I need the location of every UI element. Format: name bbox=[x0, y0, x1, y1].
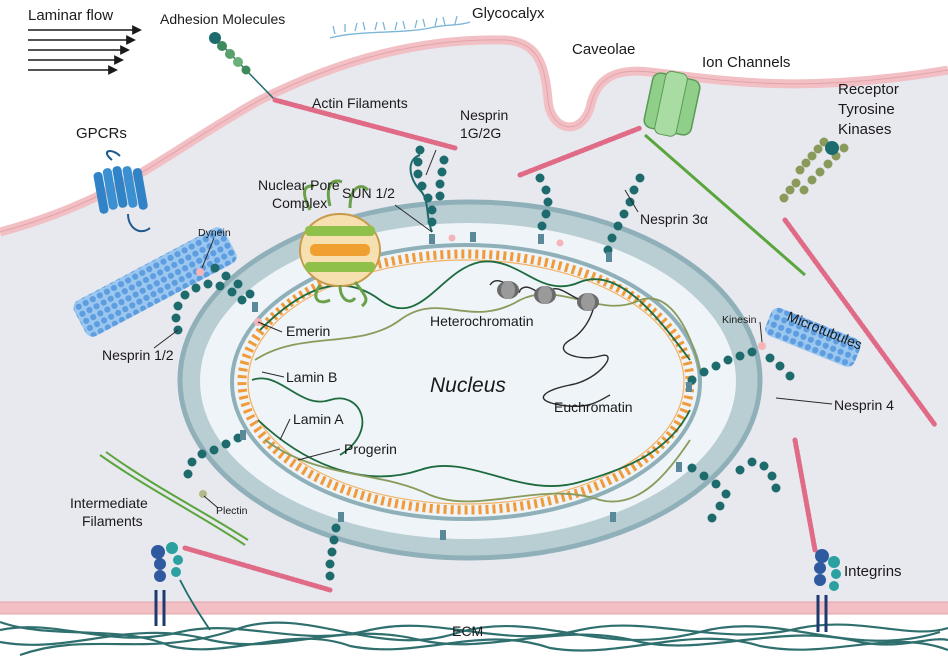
plasma-membrane-basal bbox=[0, 602, 948, 614]
lamina-zigzag-inner bbox=[247, 259, 685, 505]
label-kinesin: Kinesin bbox=[722, 314, 757, 326]
adhesion-molecule-icon bbox=[209, 32, 276, 101]
label-lamin-b: Lamin B bbox=[286, 369, 337, 385]
label-progerin: Progerin bbox=[344, 441, 397, 457]
label-glycocalyx: Glycocalyx bbox=[472, 5, 545, 22]
chromatin bbox=[489, 280, 611, 407]
label-gpcrs: GPCRs bbox=[76, 125, 127, 142]
label-receptor-line1: Receptor bbox=[838, 81, 899, 98]
heterochromatin-nucleosome-icon bbox=[497, 281, 599, 311]
label-emerin: Emerin bbox=[286, 323, 330, 339]
ion-channel-filament bbox=[644, 133, 806, 277]
label-receptor-line3: Kinases bbox=[838, 121, 891, 138]
plectin-icon bbox=[199, 490, 207, 498]
nesprin-chains bbox=[171, 145, 795, 581]
plasma-membrane-apical-edge bbox=[0, 39, 948, 233]
label-actin-filaments: Actin Filaments bbox=[312, 95, 408, 111]
intermediate-filament-icon bbox=[99, 451, 249, 546]
label-adhesion-molecules: Adhesion Molecules bbox=[160, 11, 285, 27]
label-heterochromatin: Heterochromatin bbox=[430, 313, 534, 329]
label-nesprin-3a: Nesprin 3α bbox=[640, 211, 708, 227]
label-nesprin-4: Nesprin 4 bbox=[834, 397, 894, 413]
gpcr-icon bbox=[93, 150, 151, 233]
label-npc-line1: Nuclear Pore bbox=[258, 177, 340, 193]
label-ecm: ECM bbox=[452, 623, 483, 639]
sun-proteins bbox=[240, 232, 692, 540]
label-integrins: Integrins bbox=[844, 563, 902, 580]
integrin-right-icon bbox=[814, 549, 841, 632]
label-nesprin-1g-line2: 1G/2G bbox=[460, 125, 501, 141]
glycocalyx-icon bbox=[329, 15, 471, 39]
integrin-left-icon bbox=[151, 542, 211, 631]
label-euchromatin: Euchromatin bbox=[554, 399, 633, 415]
ecm-fibers bbox=[0, 620, 948, 657]
label-sun: SUN 1/2 bbox=[342, 185, 395, 201]
label-receptor-line2: Tyrosine bbox=[838, 101, 895, 118]
label-nesprin-1g-line1: Nesprin bbox=[460, 107, 508, 123]
label-nesprin-1-2: Nesprin 1/2 bbox=[102, 347, 174, 363]
label-nucleus: Nucleus bbox=[430, 374, 506, 397]
actin-filaments bbox=[182, 97, 938, 593]
label-lamin-a: Lamin A bbox=[293, 411, 344, 427]
label-intermediate-line2: Filaments bbox=[82, 513, 143, 529]
ion-channel-icon bbox=[643, 70, 701, 137]
label-intermediate-line1: Intermediate bbox=[70, 495, 148, 511]
label-plectin: Plectin bbox=[216, 505, 248, 517]
leader-lines bbox=[153, 149, 833, 509]
microtubule-left-icon bbox=[73, 227, 237, 337]
nuclear-envelope-inner bbox=[230, 243, 702, 521]
label-ion-channels: Ion Channels bbox=[702, 54, 790, 71]
kinesin-icon bbox=[758, 342, 766, 350]
label-dynein: Dynein bbox=[198, 227, 231, 239]
label-laminar-flow: Laminar flow bbox=[28, 7, 113, 24]
label-caveolae: Caveolae bbox=[572, 41, 635, 58]
nuclear-pore-complex-icon bbox=[299, 179, 381, 308]
dynein-icon bbox=[196, 268, 204, 276]
microtubule-right-icon bbox=[765, 307, 861, 367]
receptor-tyrosine-kinase-icon bbox=[779, 137, 849, 203]
laminar-flow-arrows-icon bbox=[28, 25, 142, 75]
label-npc-line2: Complex bbox=[272, 195, 327, 211]
